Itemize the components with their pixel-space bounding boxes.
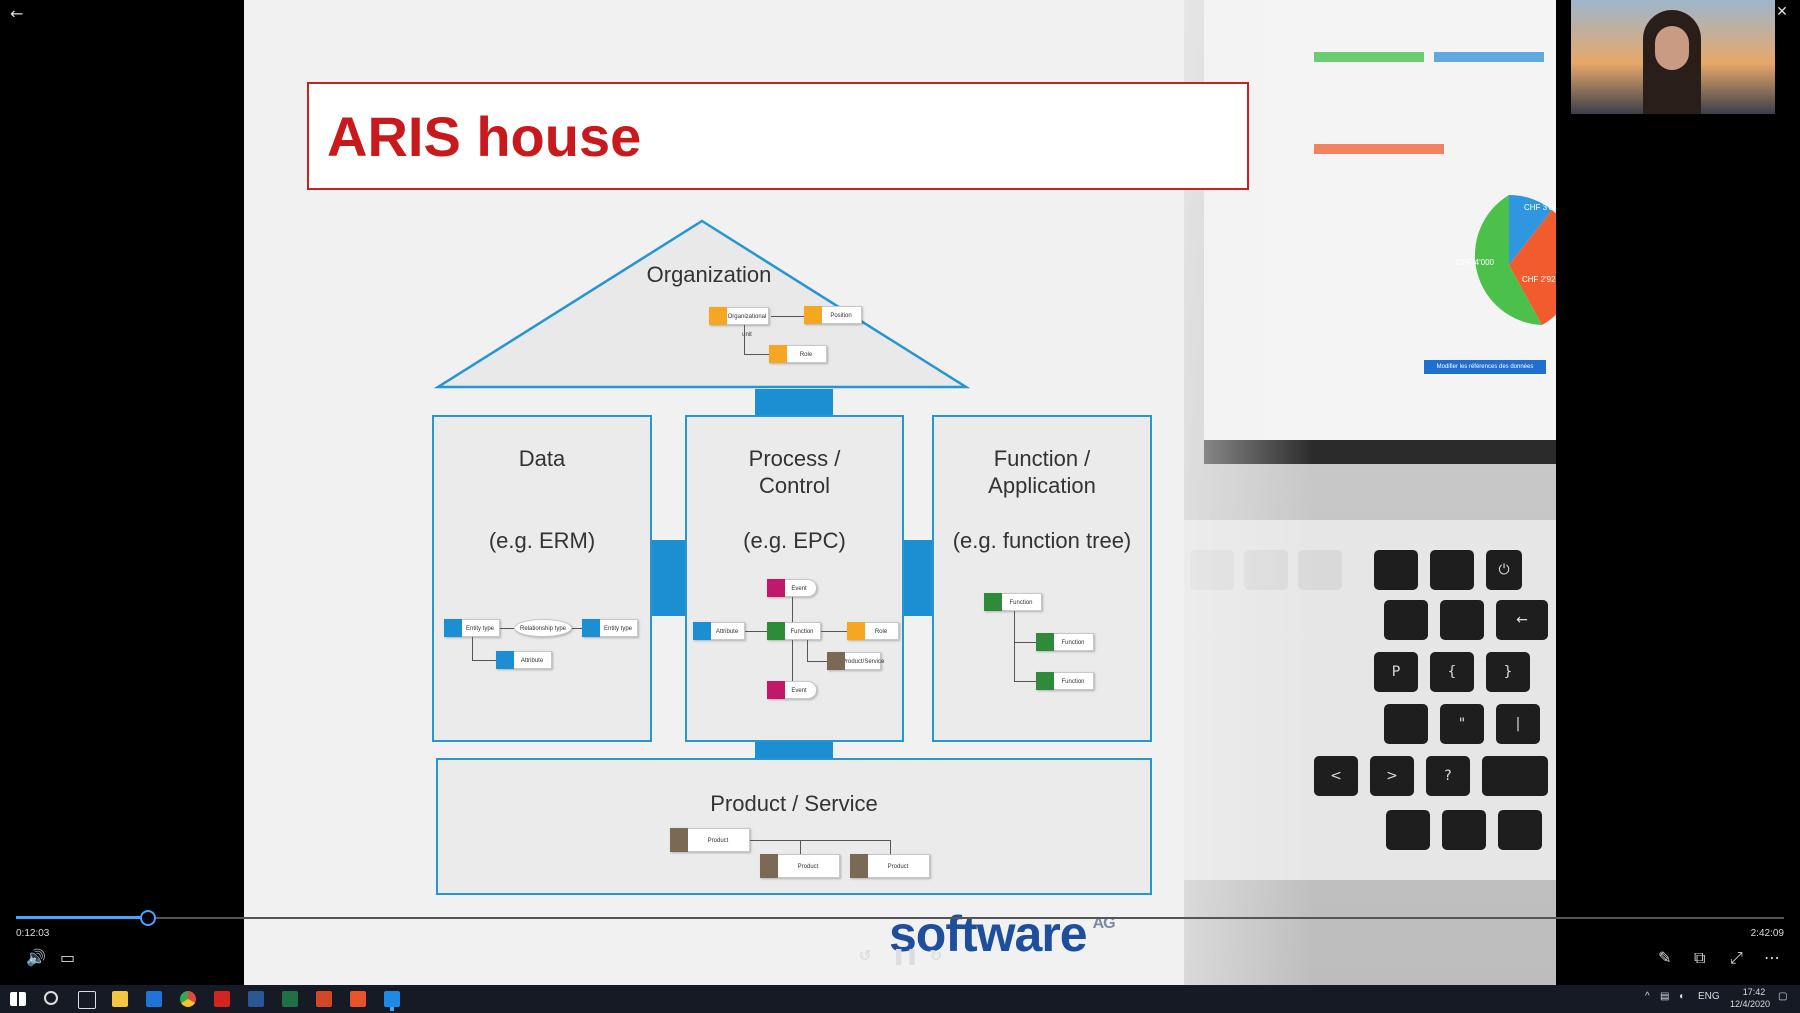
product-node-3: Product xyxy=(850,854,930,878)
process-pillar-title-line2: Control xyxy=(759,473,830,498)
function-pillar-title-line1: Function / xyxy=(993,446,1091,471)
roof-triangle xyxy=(434,219,970,389)
background-chart-button: Modifier les références des données xyxy=(1424,360,1546,374)
volume-icon[interactable]: 🔊 xyxy=(26,948,46,967)
position-node: Position xyxy=(804,306,862,324)
network-icon[interactable]: ▤ xyxy=(1660,991,1670,1002)
skip-back-label: 10 xyxy=(860,951,870,959)
entity-type-node-2: Entity type xyxy=(582,619,638,637)
total-duration: 2:42:09 xyxy=(1750,928,1784,939)
product-service-node: Product/Service xyxy=(827,652,884,670)
powerpoint-icon[interactable] xyxy=(316,991,332,1007)
process-pillar-example: (e.g. EPC) xyxy=(743,528,846,553)
function-pillar-example: (e.g. function tree) xyxy=(952,528,1132,553)
org-unit-node: Organizational unit xyxy=(709,307,769,338)
video-frame[interactable]: CHF 4'000 CHF 2'926 CHF 3'075 Modifier l… xyxy=(244,0,1556,985)
more-options-icon[interactable]: ⋯ xyxy=(1764,948,1780,967)
function-pillar: Function / Application (e.g. function tr… xyxy=(932,415,1152,742)
pie-label-c: CHF 3'075 xyxy=(1524,203,1556,212)
clock-time[interactable]: 17:42 xyxy=(1742,987,1766,997)
search-icon[interactable] xyxy=(44,991,58,1005)
function-node: Function xyxy=(767,622,821,640)
language-indicator[interactable]: ENG xyxy=(1698,991,1720,1002)
event-node-2: Event xyxy=(767,681,817,699)
slide-title: ARIS house xyxy=(327,105,642,168)
function-pillar-title-line2: Application xyxy=(988,473,1096,498)
notifications-icon[interactable]: ▢ xyxy=(1778,991,1788,1002)
seek-handle[interactable] xyxy=(140,910,156,926)
slide-title-box: ARIS house xyxy=(307,82,1249,190)
file-explorer-icon[interactable] xyxy=(112,991,128,1007)
process-pillar: Process / Control (e.g. EPC) Event Attri… xyxy=(685,415,904,742)
skip-forward-button[interactable]: ↻30 xyxy=(926,946,946,965)
skip-back-button[interactable]: ↺10 xyxy=(855,946,875,965)
task-view-icon[interactable] xyxy=(78,991,96,1009)
chrome-icon[interactable] xyxy=(180,991,196,1007)
base-connector xyxy=(755,740,833,760)
process-attribute-node: Attribute xyxy=(693,622,745,640)
word-icon[interactable] xyxy=(248,991,264,1007)
windows-taskbar: ^ ▤ ◖ ENG 17:42 12/4/2020 ▢ xyxy=(0,985,1800,1013)
skip-forward-label: 30 xyxy=(931,951,941,959)
process-role-node: Role xyxy=(847,622,899,640)
function-tree-child-1: Function xyxy=(1036,633,1094,651)
mail-icon[interactable] xyxy=(146,991,162,1007)
product-node-2: Product xyxy=(760,854,840,878)
close-icon[interactable]: ✕ xyxy=(1776,4,1788,20)
relationship-type-node: Relationship type xyxy=(514,619,572,637)
data-pillar-title: Data xyxy=(518,446,566,471)
background-pie-chart: CHF 4'000 CHF 2'926 CHF 3'075 xyxy=(1456,195,1556,325)
webcam-thumbnail[interactable] xyxy=(1571,0,1775,114)
tray-chevron-icon[interactable]: ^ xyxy=(1645,991,1650,1002)
captions-icon[interactable]: ▭ xyxy=(60,948,76,967)
fullscreen-icon[interactable]: ⤢ xyxy=(1730,948,1743,967)
function-tree-child-2: Function xyxy=(1036,672,1094,690)
attribute-node: Attribute xyxy=(496,651,552,669)
seek-track[interactable] xyxy=(16,917,1784,919)
start-icon[interactable] xyxy=(10,992,26,1006)
excel-icon[interactable] xyxy=(282,991,298,1007)
entity-type-node: Entity type xyxy=(444,619,500,637)
speaker-icon[interactable]: ◖ xyxy=(1678,991,1685,1002)
event-node: Event xyxy=(767,579,817,597)
roof-connector xyxy=(755,389,833,415)
left-connector xyxy=(652,540,686,616)
product-node: Product xyxy=(670,828,750,852)
clock-date[interactable]: 12/4/2020 xyxy=(1729,999,1771,1009)
roof-label: Organization xyxy=(646,262,772,287)
pause-button[interactable]: ❚❚ xyxy=(892,946,919,965)
right-connector xyxy=(902,540,936,616)
pie-label-a: CHF 4'000 xyxy=(1456,258,1495,267)
acrobat-icon[interactable] xyxy=(214,991,230,1007)
seek-progress xyxy=(16,916,147,919)
process-pillar-title-line1: Process / xyxy=(748,446,841,471)
back-arrow-icon[interactable]: ← xyxy=(10,4,24,23)
data-pillar-example: (e.g. ERM) xyxy=(488,528,596,553)
base-label: Product / Service xyxy=(710,791,878,816)
role-node: Role xyxy=(769,345,827,363)
office-icon[interactable] xyxy=(350,991,366,1007)
function-tree-root: Function xyxy=(984,593,1042,611)
pie-label-b: CHF 2'926 xyxy=(1522,275,1556,284)
product-service-base: Product / Service Product Product Produc… xyxy=(436,758,1152,895)
elapsed-time: 0:12:03 xyxy=(16,928,50,939)
data-pillar: Data (e.g. ERM) Entity type Relationship… xyxy=(432,415,652,742)
mini-view-icon[interactable]: ⧉ xyxy=(1694,948,1706,967)
pen-icon[interactable]: ✎ xyxy=(1658,948,1672,967)
movies-tv-icon[interactable] xyxy=(384,991,400,1007)
